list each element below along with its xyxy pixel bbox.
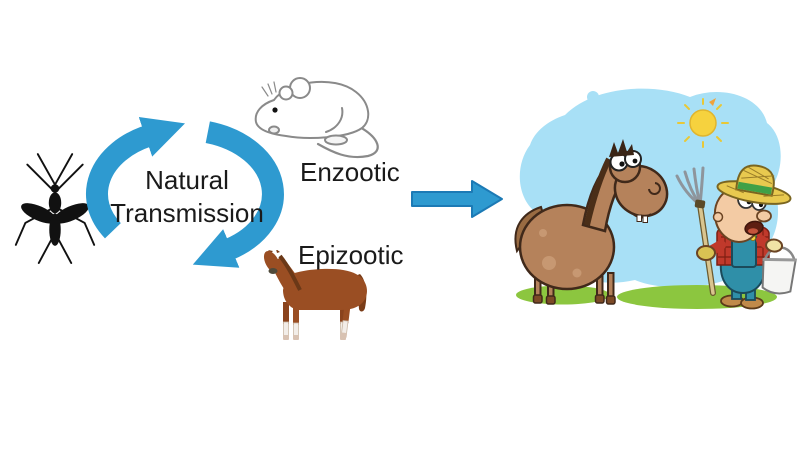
bucket-icon (761, 238, 797, 295)
cycle-arc-right (192, 121, 284, 268)
mouse-icon (254, 77, 379, 159)
cartoon-horse (514, 139, 669, 305)
farmer-mouth (744, 220, 764, 236)
farmer-glove-left (765, 238, 784, 253)
horse-mane (278, 254, 302, 291)
mouse-hindleg (325, 107, 344, 133)
cycle-label-line1: Natural (145, 165, 229, 195)
sun-icon (677, 98, 729, 148)
farmer (696, 164, 792, 310)
mouse-tail (316, 124, 379, 159)
mouse-ear-front (278, 85, 294, 101)
epizootic-label: Epizootic (298, 240, 404, 270)
cartoon-horse-mane (584, 157, 612, 226)
farmer-hat (716, 164, 792, 205)
farmer-shoes (720, 294, 764, 310)
mosquito-body (21, 184, 89, 246)
right-arrow-icon (411, 180, 503, 218)
cartoon-horse-eyes (609, 150, 642, 172)
cartoon-horse-mouth (632, 213, 652, 223)
mouse-foot (324, 134, 348, 146)
cartoon-horse-nostril (648, 182, 661, 195)
cartoon-horse-forelock (609, 139, 634, 157)
right-arrow-shape (411, 180, 503, 218)
farmer-and-horse-illustration (514, 88, 797, 310)
mouse-paw (268, 125, 280, 135)
farmer-glove-right (696, 245, 716, 261)
farmer-ear (712, 211, 724, 223)
cycle-arc-left (86, 117, 186, 239)
horse-body (283, 268, 368, 310)
mouse-fur-marks (261, 81, 277, 97)
cycle-arrows-icon (86, 117, 284, 268)
mouse-eye (272, 107, 278, 113)
horse-icon (263, 250, 368, 340)
horse-head (263, 250, 281, 274)
mosquito-icon (14, 153, 96, 264)
cartoon-horse-spots (539, 229, 582, 278)
cycle-label: Natural Transmission (97, 164, 277, 230)
farmer-nose (756, 209, 772, 223)
cycle-label-line2: Transmission (110, 198, 264, 228)
enzootic-label: Enzootic (300, 157, 400, 187)
